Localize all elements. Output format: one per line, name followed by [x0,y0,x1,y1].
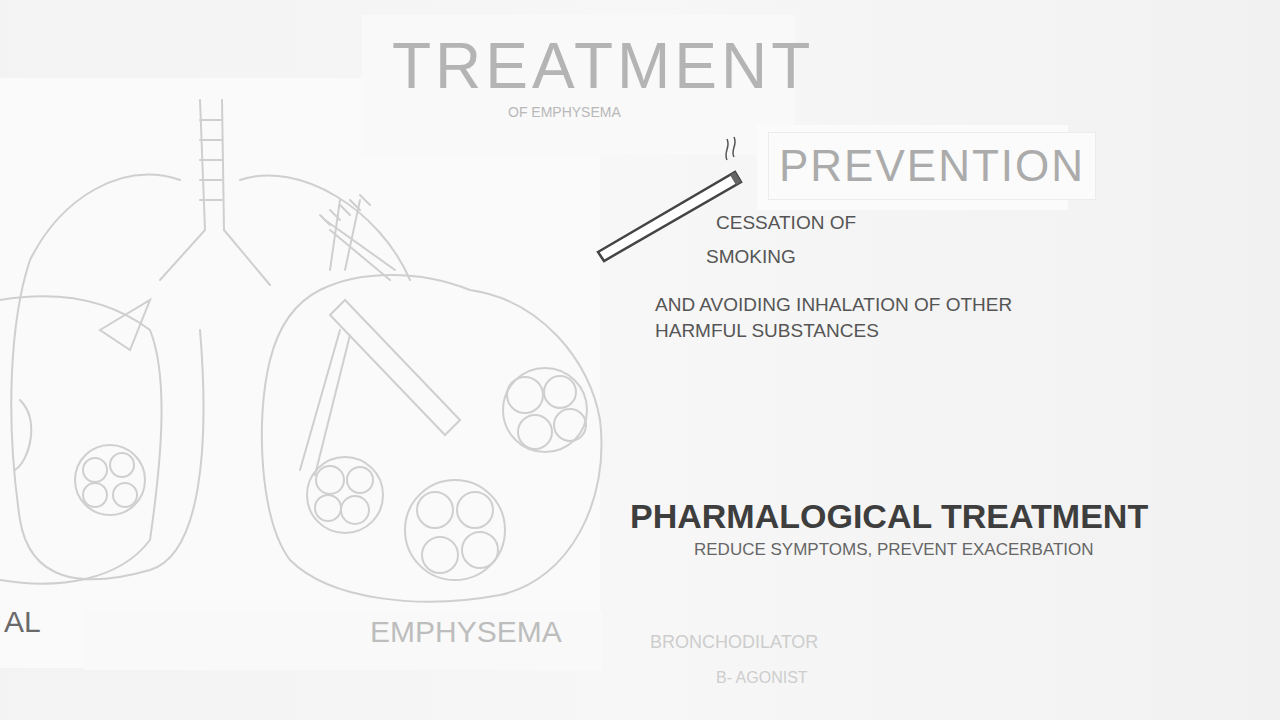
prevention-box: PREVENTION [768,132,1096,200]
section-heading: PHARMALOGICAL TREATMENT [630,496,1148,537]
faded-panel [0,78,600,668]
title: TREATMENT [392,30,814,102]
faded-note: B- AGONIST [716,668,808,687]
section-heading: PREVENTION [779,139,1085,193]
note: CESSATION OF SMOKING [706,206,886,274]
lung-drawing [0,100,602,602]
note: REDUCE SYMPTOMS, PREVENT EXACERBATION [694,540,1094,560]
figure-label: EMPHYSEMA [370,614,562,650]
figure-label: AL [4,604,41,640]
note: AND AVOIDING INHALATION OF OTHER HARMFUL… [655,292,1035,344]
faded-note: BRONCHODILATOR [650,632,818,654]
subtitle: OF EMPHYSEMA [508,104,621,121]
cigarette [598,137,741,261]
faded-panel [83,610,603,670]
